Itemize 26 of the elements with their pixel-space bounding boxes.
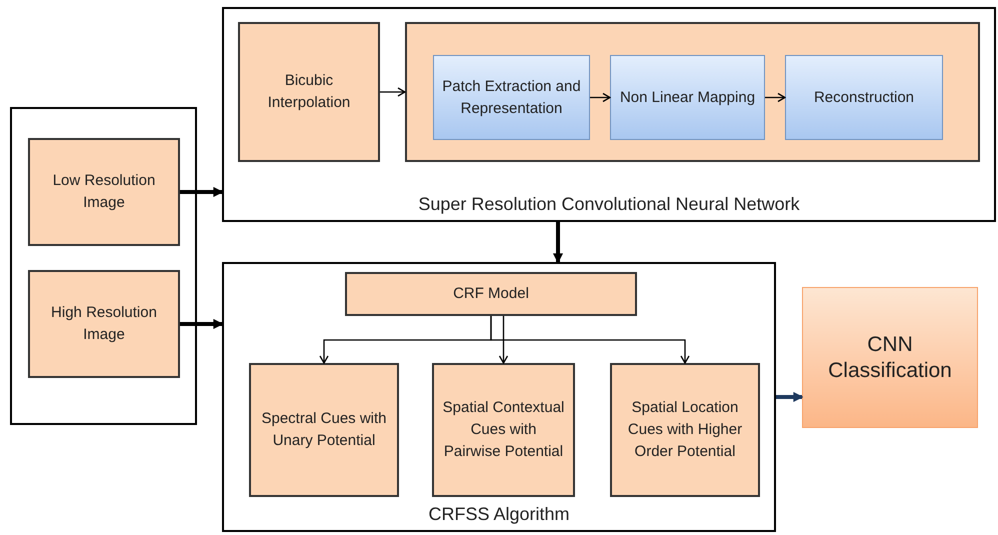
process-box: Reconstruction <box>785 55 943 140</box>
group-panel <box>222 7 996 222</box>
process-box: Patch Extraction and Representation <box>433 55 590 140</box>
process-box: CRF Model <box>345 272 637 316</box>
process-box: Spatial Contextual Cues with Pairwise Potential <box>432 363 575 497</box>
arrow <box>776 392 803 402</box>
process-box: High Resolution Image <box>28 270 180 378</box>
group-box <box>405 22 980 162</box>
process-box: Low Resolution Image <box>28 138 180 246</box>
input-panel <box>10 107 197 425</box>
arrow <box>590 92 611 102</box>
panel-title: Super Resolution Convolutional Neural Network <box>417 193 801 216</box>
process-box: Spectral Cues with Unary Potential <box>249 363 399 497</box>
panel-title: CRFSS Algorithm <box>427 503 571 526</box>
arrow <box>498 316 508 364</box>
arrow <box>380 87 406 97</box>
process-box: Spatial Location Cues with Higher Order Potential <box>610 363 760 497</box>
group-panel <box>222 262 776 532</box>
arrow <box>180 187 223 197</box>
process-box: Non Linear Mapping <box>610 55 765 140</box>
arrow <box>180 319 223 329</box>
arrow <box>553 222 563 263</box>
arrow <box>490 316 690 364</box>
arrow <box>765 92 786 102</box>
process-box: Bicubic Interpolation <box>238 22 380 162</box>
process-box: CNN Classification <box>802 287 978 428</box>
